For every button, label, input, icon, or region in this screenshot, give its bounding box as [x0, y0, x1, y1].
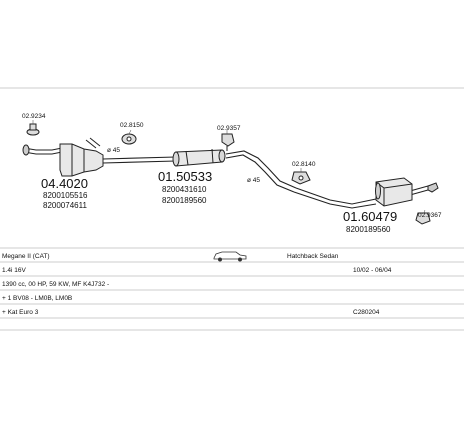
catalyst-part: [22, 137, 104, 177]
info-emission: + Kat Euro 3: [2, 309, 39, 316]
info-body-type: Hatchback Sedan: [287, 253, 339, 260]
part-p1-ref1: 8200105516: [43, 191, 88, 200]
part-p2-ref2: 8200189560: [162, 196, 207, 205]
info-years: 10/02 - 06/04: [353, 267, 392, 274]
part-p1-number: 04.4020: [41, 176, 88, 191]
info-table: Megane II (CAT) Hatchback Sedan 1.4i 16V…: [0, 247, 464, 331]
diameter-d1: ø 45: [107, 147, 120, 154]
car-icon: [213, 251, 247, 262]
mount-c2: [121, 133, 137, 145]
info-model: Megane II (CAT): [2, 253, 50, 260]
leader-lines: [32, 120, 426, 214]
info-code: C280204: [353, 309, 380, 316]
mount-c4: [291, 171, 311, 185]
info-specs: 1390 cc, 00 HP, 59 KW, MF K4J732 -: [2, 281, 109, 288]
part-p3-number: 01.60479: [343, 209, 397, 224]
info-engine: 1.4i 16V: [2, 267, 27, 274]
part-p2-ref1: 8200431610: [162, 185, 207, 194]
middle-silencer: [172, 148, 226, 167]
mount-c5: [415, 212, 431, 225]
rear-silencer: [375, 177, 439, 207]
callout-c5: 02.9367: [418, 212, 442, 219]
part-p1-ref2: 8200074611: [43, 201, 87, 210]
mount-c1: [26, 123, 40, 136]
callout-c3: 02.9357: [217, 125, 241, 132]
callout-c2: 02.8150: [120, 122, 144, 129]
diameter-d2: ø 45: [247, 177, 260, 184]
part-p3-ref1: 8200189560: [346, 225, 391, 234]
info-chassis: + 1 BV08 - LM0B, LM0B: [2, 295, 72, 302]
callout-c1: 02.9234: [22, 113, 46, 120]
exhaust-pipes: [102, 150, 429, 209]
part-p2-number: 01.50533: [158, 169, 212, 184]
callout-c4: 02.8140: [292, 161, 316, 168]
mount-c3: [221, 133, 235, 151]
